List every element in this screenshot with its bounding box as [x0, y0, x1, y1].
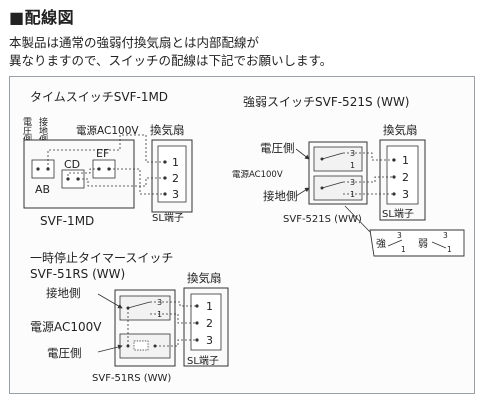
strong-weak-detail-1b: 1 — [447, 245, 452, 254]
description-line-1: 本製品は通常の強弱付換気扇とは内部配線が — [9, 35, 260, 50]
timer-wire-power-1 — [47, 134, 165, 169]
pause-timer-pin-2: 2 — [206, 317, 213, 330]
timer-pin-2: 2 — [172, 172, 179, 185]
strong-weak-pin-2: 2 — [402, 171, 409, 184]
timer-switch-heading: タイムスイッチSVF-1MD — [30, 90, 168, 104]
strong-weak-sl-terminal-label: SL端子 — [382, 207, 414, 220]
pause-timer-volt-side-label: 電圧側 — [47, 346, 82, 360]
timer-model-label: SVF-1MD — [40, 214, 94, 228]
strong-weak-top-1: 1 — [350, 161, 355, 170]
page-title: ■配線図 — [9, 8, 75, 27]
pause-timer-sw-3: 3 — [157, 298, 162, 307]
strong-weak-heading: 強弱スイッチSVF-521S (WW) — [243, 95, 410, 109]
pause-timer-timer-unit — [133, 340, 149, 351]
pause-timer-ground-side-label: 接地側 — [46, 286, 81, 300]
timer-volt-side-label: 電圧側 — [21, 117, 32, 144]
strong-weak-ground-side-label: 接地側 — [263, 189, 298, 203]
strong-weak-bottom-3: 3 — [350, 178, 355, 187]
strong-weak-detail-3a: 3 — [397, 231, 402, 240]
timer-terminal-ef-label: EF — [96, 147, 109, 160]
strong-weak-pin-1: 1 — [402, 154, 409, 167]
pause-timer-heading-line-1: 一時停止タイマースイッチ — [30, 250, 173, 265]
strong-weak-top-3: 3 — [350, 149, 355, 158]
pause-timer-switch-diagram: 一時停止タイマースイッチ SVF-51RS (WW) 換気扇 接地側 電源AC1… — [30, 250, 229, 384]
pause-timer-sw-1: 1 — [157, 310, 162, 319]
timer-fan-label: 換気扇 — [150, 123, 185, 137]
pause-timer-model-label: SVF-51RS (WW) — [92, 373, 171, 384]
timer-pin-1: 1 — [172, 156, 179, 169]
pause-timer-heading-line-2: SVF-51RS (WW) — [30, 267, 125, 281]
strong-weak-fan-label: 換気扇 — [383, 123, 418, 137]
strong-weak-bottom-1: 1 — [350, 190, 355, 199]
strong-weak-detail-3b: 3 — [443, 231, 448, 240]
timer-wire-3 — [109, 168, 165, 195]
timer-terminal-ab-box — [31, 159, 55, 179]
timer-wire-bridge — [67, 168, 99, 179]
timer-sl-terminal-box — [157, 145, 187, 203]
strong-weak-detail-1a: 1 — [401, 245, 406, 254]
strong-weak-pin-3: 3 — [402, 188, 409, 201]
strong-weak-switch-diagram: 強弱スイッチSVF-521S (WW) 換気扇 電圧側 電源AC100V 接地側… — [232, 95, 465, 257]
strong-weak-detail-weak: 弱 — [418, 238, 428, 250]
pause-timer-pin-3: 3 — [206, 334, 213, 347]
description-line-2: 異なりますので、スイッチの配線は下記でお願いします。 — [9, 53, 333, 68]
strong-weak-detail-callout — [369, 229, 465, 257]
timer-sl-terminal-label: SL端子 — [152, 211, 184, 224]
pause-timer-fan-label: 換気扇 — [187, 271, 222, 285]
timer-terminal-cd-label: CD — [64, 158, 80, 171]
timer-switch-diagram: タイムスイッチSVF-1MD 電圧側 接地側 電源AC100V 換気扇 AB C… — [21, 90, 193, 228]
timer-power-label: 電源AC100V — [76, 124, 139, 137]
timer-pin-3: 3 — [172, 188, 179, 201]
timer-terminal-ef-box — [92, 159, 116, 179]
pause-timer-power-label: 電源AC100V — [30, 320, 102, 334]
pause-timer-pin-1: 1 — [206, 300, 213, 313]
timer-terminal-ab-label: AB — [35, 183, 50, 196]
timer-wire-2 — [78, 177, 165, 187]
strong-weak-detail-strong: 強 — [376, 237, 386, 250]
pause-timer-sl-terminal-label: SL端子 — [187, 354, 219, 367]
strong-weak-model-label: SVF-521S (WW) — [283, 214, 362, 225]
strong-weak-volt-side-label: 電圧側 — [260, 141, 295, 155]
timer-ground-side-label: 接地側 — [37, 116, 48, 144]
strong-weak-power-label: 電源AC100V — [232, 170, 283, 180]
